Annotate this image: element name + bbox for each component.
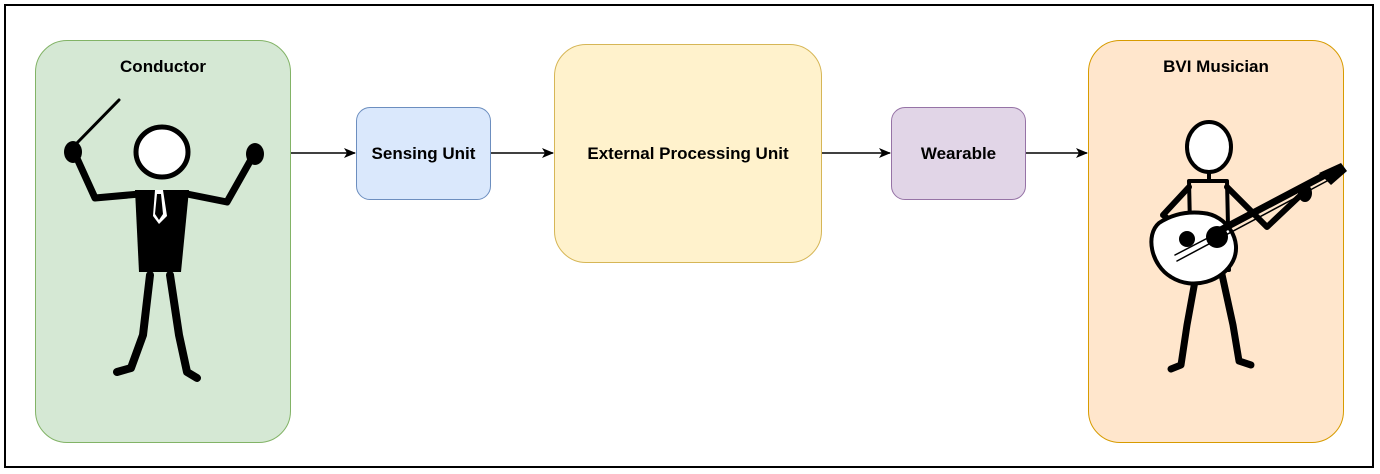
external-processing-unit-node: External Processing Unit (554, 44, 822, 263)
wearable-label: Wearable (920, 143, 997, 163)
wearable-node: Wearable (891, 107, 1026, 200)
sensing-unit-label: Sensing Unit (371, 143, 476, 163)
bvi-musician-label: BVI Musician (1163, 57, 1269, 76)
external-processing-unit-label: External Processing Unit (587, 143, 789, 163)
bvi-musician-figure-icon (1149, 120, 1347, 373)
sensing-unit-node: Sensing Unit (356, 107, 491, 200)
conductor-node: Conductor (35, 40, 291, 443)
conductor-label: Conductor (120, 57, 206, 76)
conductor-figure-icon (64, 98, 264, 382)
diagram-frame (4, 4, 1374, 468)
